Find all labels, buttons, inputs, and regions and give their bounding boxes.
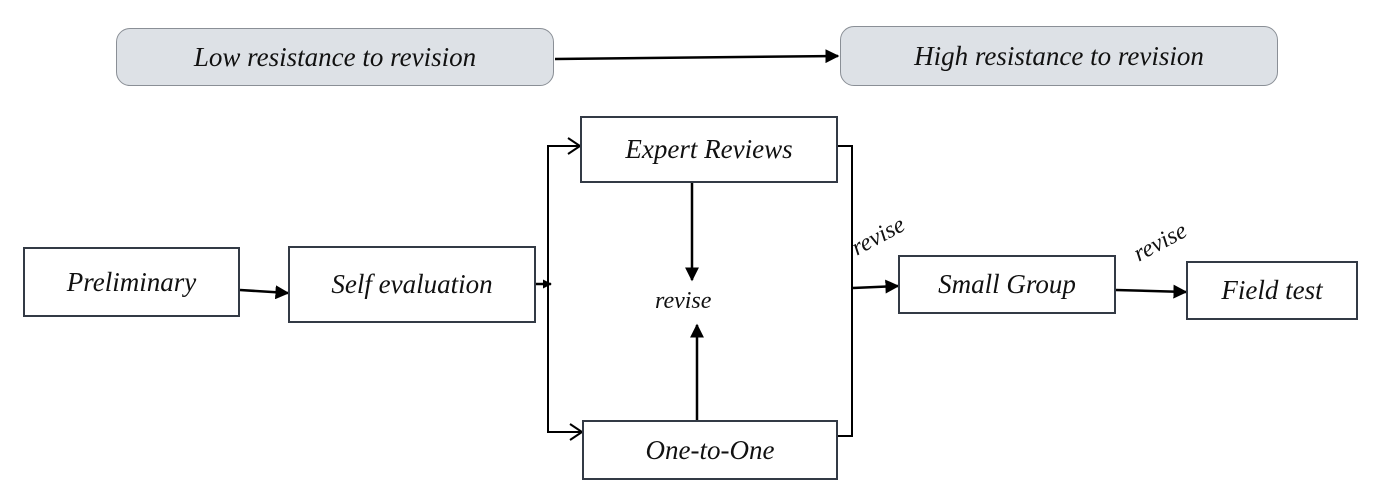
small-group-box: Small Group [898,255,1116,314]
one-to-one-label: One-to-One [645,434,775,465]
resistance-arrow [554,49,840,64]
small-group-label: Small Group [938,269,1076,299]
self-evaluation-label: Self evaluation [331,269,493,299]
branch-bracket [547,145,560,433]
expert-reviews-box: Expert Reviews [580,116,838,183]
arrow-to-one-to-one [560,423,584,441]
one-to-one-box: One-to-One [582,420,838,480]
high-resistance-box: High resistance to revision [840,26,1278,86]
field-test-box: Field test [1186,261,1358,320]
low-resistance-box: Low resistance to revision [116,28,554,86]
preliminary-box: Preliminary [23,247,240,317]
arrow-to-small-group [852,279,900,294]
expert-reviews-label: Expert Reviews [625,134,793,164]
revise-center-label: revise [655,288,712,314]
field-test-label: Field test [1221,275,1323,305]
merge-bracket [838,145,853,437]
self-evaluation-box: Self evaluation [288,246,536,323]
arrow-small-group-to-field-test [1115,284,1188,299]
arrow-to-expert-reviews [558,137,582,155]
preliminary-label: Preliminary [66,266,197,297]
high-resistance-label: High resistance to revision [914,40,1204,71]
arrow-preliminary-to-self-evaluation [239,285,290,300]
low-resistance-label: Low resistance to revision [193,41,477,72]
